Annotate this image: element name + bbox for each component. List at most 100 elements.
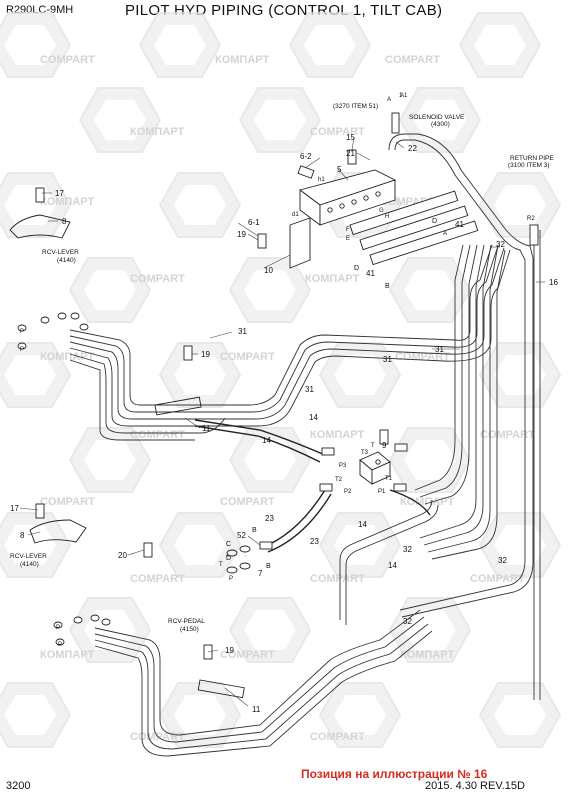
callout-rcv-pedal-ref: (4150) <box>180 626 199 633</box>
watermark-word: COMPART <box>40 54 95 66</box>
watermark-word: COMPART <box>130 731 185 743</box>
callout-rcv-lever-ref: (4140) <box>57 257 76 264</box>
part-label: 8 <box>62 217 67 226</box>
watermark-word: COMPART <box>395 351 450 363</box>
port-label: h1 <box>318 177 325 183</box>
port-label: A <box>387 97 391 103</box>
fitting <box>297 165 315 179</box>
part-label: 41 <box>366 269 375 278</box>
part-label: 7 <box>258 569 263 578</box>
fitting <box>529 224 539 246</box>
callout-solenoid-valve-ref: (4300) <box>431 121 450 128</box>
watermark-word: COMPART <box>220 649 275 661</box>
fitting <box>319 483 333 492</box>
diagram-title: PILOT HYD PIPING (CONTROL 1, TILT CAB) <box>125 2 443 19</box>
part-label: 19 <box>237 230 246 239</box>
part-label: 52 <box>237 531 246 540</box>
part-label: 17 <box>55 189 64 198</box>
part-label: 20 <box>118 551 127 560</box>
callout-return-pipe: RETURN PIPE <box>510 155 554 162</box>
watermark-word: КОМПАРТ <box>310 429 364 441</box>
return-pipe-run <box>388 133 541 700</box>
lever-connectors <box>17 312 111 646</box>
part-label: 23 <box>310 537 319 546</box>
part-label: 41 <box>455 220 464 229</box>
fitting <box>35 187 45 203</box>
part-label: 1 <box>399 93 403 99</box>
part-label: 10 <box>264 266 273 275</box>
part-label: 23 <box>265 514 274 523</box>
watermark-word: КОМПАРТ <box>40 351 94 363</box>
manifold-port <box>363 195 369 201</box>
port-label: C <box>226 541 231 548</box>
port-label: T1 <box>385 476 393 482</box>
callout-3270-ref: (3270 ITEM 51) <box>333 103 378 110</box>
manifold-port <box>339 203 345 209</box>
part-label: 19 <box>225 646 234 655</box>
solenoid-valve-stack <box>349 190 479 266</box>
port-label: A1 <box>400 93 408 99</box>
port-label: B <box>385 283 390 290</box>
port-label: D <box>354 265 359 272</box>
lower-pipe-bundle <box>94 499 439 757</box>
tee-port <box>375 459 381 465</box>
upper-pipe-bundle <box>69 244 511 441</box>
part-label: 11 <box>202 424 211 433</box>
part-label: 31 <box>238 327 247 336</box>
watermark-word: COMPART <box>130 273 185 285</box>
callout-rcv-pedal: RCV-PEDAL <box>168 618 205 625</box>
manifold-port <box>351 199 357 205</box>
port-label: P <box>20 347 24 353</box>
fitting <box>321 447 335 456</box>
callout-rcv-lever: RCV-LEVER <box>42 249 79 256</box>
watermark-word: КОМПАРТ <box>40 196 94 208</box>
port-label: R2 <box>527 216 535 222</box>
watermark-word: КОМПАРТ <box>400 649 454 661</box>
page-number: 3200 <box>6 780 31 792</box>
watermark-word: COMPART <box>40 496 95 508</box>
port-label: P3 <box>339 463 347 469</box>
port-label: B <box>266 563 271 570</box>
watermark-word: КОМПАРТ <box>130 126 184 138</box>
part-label: 14 <box>358 520 367 529</box>
manifold-port <box>327 207 333 213</box>
watermark-word: COMPART <box>130 573 185 585</box>
port-label: P <box>56 625 60 631</box>
watermark-word: КОМПАРТ <box>305 273 359 285</box>
port-label: P <box>229 576 233 582</box>
part-label: 21 <box>346 149 355 158</box>
port-label: d1 <box>292 212 299 218</box>
port-label: D <box>226 555 231 562</box>
watermark-word: КОМПАРТ <box>40 649 94 661</box>
fitting <box>35 503 45 519</box>
port-label: P <box>58 642 62 648</box>
part-label: 6-2 <box>300 152 312 161</box>
callout-rcv-lever: RCV-LEVER <box>10 553 47 560</box>
part-label: 9 <box>382 441 387 450</box>
part-label: 32 <box>403 617 412 626</box>
leader-lines <box>19 136 545 707</box>
part-label: 17 <box>10 504 19 513</box>
fitting <box>391 112 400 134</box>
reference-callouts: (3270 ITEM 51) SOLENOID VALVE (4300) RET… <box>10 103 554 633</box>
port-label: D <box>432 218 437 225</box>
callout-solenoid-valve: SOLENOID VALVE <box>409 114 465 121</box>
watermark-word: COMPART <box>480 429 535 441</box>
port-label: F <box>346 227 350 233</box>
part-label: 14 <box>262 436 271 445</box>
brackets-and-clamps <box>9 214 251 699</box>
part-label: 31 <box>383 355 392 364</box>
part-label: 14 <box>388 561 397 570</box>
port-label: H <box>385 214 389 220</box>
watermark-word: COMPART <box>310 731 365 743</box>
fitting <box>379 429 389 445</box>
fitting <box>183 345 193 361</box>
watermark-word: COMPART <box>130 429 185 441</box>
part-label: 16 <box>549 278 558 287</box>
revision-date: 2015. 4.30 REV.15D <box>425 780 525 792</box>
part-label: 22 <box>408 144 417 153</box>
part-label: 11 <box>252 705 261 714</box>
part-label: 32 <box>403 545 412 554</box>
watermark-word: COMPART <box>220 351 275 363</box>
fitting <box>394 443 408 452</box>
